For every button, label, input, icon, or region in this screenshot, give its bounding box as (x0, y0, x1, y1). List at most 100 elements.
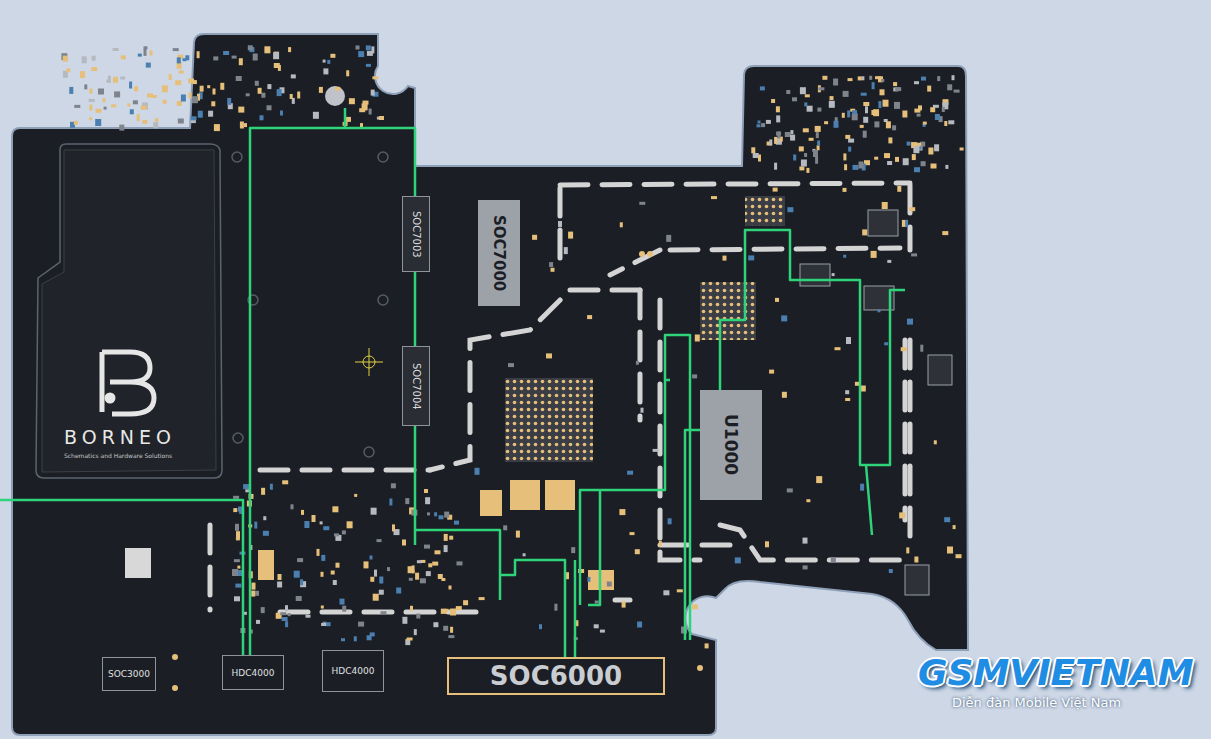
smd-pad (98, 89, 104, 95)
smd-pad (776, 106, 780, 112)
battery-inner (42, 150, 216, 472)
smd-pad (920, 345, 923, 352)
smd-pad (751, 147, 755, 153)
connector-footprint: HDC4000 (322, 650, 384, 692)
smd-pad (558, 221, 562, 227)
smd-pad (761, 123, 765, 127)
smd-pad (232, 569, 238, 576)
smd-pad (331, 571, 335, 575)
smd-pad (774, 137, 777, 144)
smd-pad (354, 494, 357, 497)
smd-pad (769, 370, 774, 374)
smd-pad (954, 90, 960, 93)
part-label: HDC4000 (232, 668, 275, 678)
smd-pad (803, 538, 808, 544)
smd-pad (931, 164, 937, 169)
smd-pad (340, 599, 345, 605)
cursor-crosshair (355, 348, 383, 376)
smd-pad (263, 516, 266, 520)
smd-pad (304, 521, 309, 528)
smd-pad (622, 602, 626, 608)
smd-pad (297, 92, 300, 99)
connector-footprint: SOC7004 (402, 346, 430, 426)
logo-text: BORNEO (64, 426, 176, 448)
smd-pad (463, 600, 468, 605)
smd-pad (114, 91, 120, 97)
smd-pad (853, 165, 859, 170)
smd-pad (424, 545, 430, 549)
smd-pad (254, 522, 257, 529)
smd-pad (914, 167, 920, 172)
smd-pad (865, 106, 868, 113)
connector-footprint: HDC4000 (222, 655, 284, 690)
smd-pad (291, 504, 294, 509)
smd-pad (815, 126, 821, 132)
smd-pad (321, 623, 326, 626)
smd-pad (342, 530, 346, 534)
smd-pad (127, 104, 130, 107)
smd-pad (831, 557, 836, 562)
shield-dashes (210, 183, 910, 612)
smd-pad (935, 114, 940, 120)
smd-pad (848, 78, 853, 81)
smd-pad (438, 574, 443, 579)
smd-pad (330, 54, 335, 58)
smd-pad (91, 67, 97, 71)
smd-pad (906, 547, 909, 553)
smd-pad (907, 142, 911, 146)
smd-pad (434, 512, 437, 516)
smd-pad (428, 563, 432, 567)
smd-pad (479, 597, 485, 600)
smd-pad (830, 96, 834, 100)
smd-pad (332, 506, 338, 512)
smd-pad (213, 89, 216, 95)
smd-pad (432, 562, 438, 566)
smd-pad (449, 536, 453, 540)
smd-pad (757, 124, 761, 127)
part-label: SOC3000 (108, 669, 150, 679)
smd-pad (475, 468, 480, 475)
smd-pad (243, 484, 249, 489)
smd-pad (790, 135, 795, 141)
smd-pad (192, 96, 198, 103)
smd-pad (833, 79, 838, 86)
smd-pad (89, 117, 92, 120)
board-outline (12, 34, 968, 735)
smd-pad (371, 46, 374, 53)
smd-pad (892, 125, 896, 130)
smd-pad (659, 541, 662, 547)
smd-pad (444, 512, 449, 518)
smd-pad (113, 48, 119, 51)
smd-pad (845, 135, 850, 139)
smd-pad (842, 113, 845, 118)
smd-pad (800, 87, 806, 94)
smd-pad (735, 557, 741, 563)
smd-pad (379, 577, 383, 584)
smd-pad (817, 141, 820, 146)
smd-pad (862, 229, 867, 235)
smd-pad (323, 526, 329, 530)
smd-pad (290, 94, 293, 99)
board-connector: SOC6000 (447, 657, 665, 695)
smd-pad (843, 91, 849, 97)
smd-pad (261, 607, 265, 613)
smd-pad (450, 609, 456, 616)
smd-pad (426, 571, 431, 576)
smd-pad (911, 253, 917, 256)
smd-pad (255, 591, 259, 596)
smd-pad (947, 84, 952, 90)
smd-pad (637, 622, 642, 628)
smd-pad (765, 541, 769, 547)
smd-pad (887, 161, 892, 165)
smd-pad (641, 408, 644, 413)
smd-pad (508, 363, 514, 367)
smd-pad (878, 101, 881, 108)
smd-pad (175, 80, 181, 85)
smd-pad (366, 64, 371, 67)
smd-pad (944, 121, 947, 126)
smd-pad (236, 76, 242, 81)
smd-pad (260, 115, 264, 120)
smd-pad (899, 512, 905, 518)
smd-pad (234, 559, 240, 562)
smd-pad (880, 89, 885, 95)
